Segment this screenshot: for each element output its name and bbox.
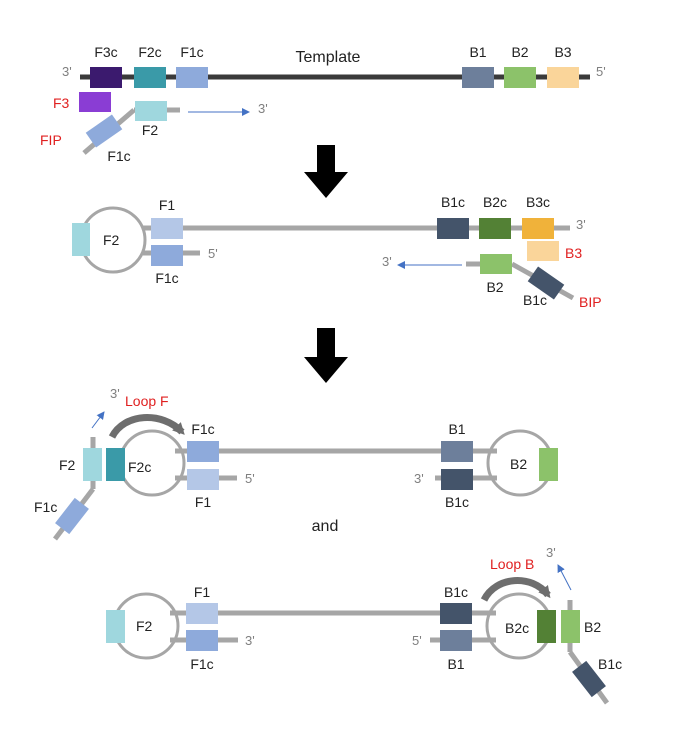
label-p2-F2: F2: [103, 232, 120, 248]
p2-primer-B3: [527, 241, 559, 261]
label-p2-primer-B3: B3: [565, 245, 582, 261]
label-p4-B1c-arm: B1c: [598, 656, 622, 672]
primer-F3: [79, 92, 111, 112]
label-fip-F2: F2: [142, 122, 159, 138]
label-loop-B: Loop B: [490, 556, 534, 572]
label-p3-F1: F1: [195, 494, 212, 510]
p3-F1: [187, 469, 219, 490]
p2-F1c: [151, 245, 183, 266]
p4-5prime: 5': [412, 633, 422, 648]
label-B2: B2: [511, 44, 528, 60]
label-fip-F1c: F1c: [107, 148, 130, 164]
bip-B2: [480, 254, 512, 274]
p4-B1c: [440, 603, 472, 624]
label-F3c: F3c: [94, 44, 117, 60]
p4-F1c: [186, 630, 218, 651]
label-p2-B1c: B1c: [441, 194, 465, 210]
step-arrow-1: [304, 145, 348, 198]
region-B1: [462, 67, 494, 88]
label-p4-B2: B2: [584, 619, 601, 635]
p3-3prime: 3': [414, 471, 424, 486]
label-primer-FIP: FIP: [40, 132, 62, 148]
p3-B1c: [441, 469, 473, 490]
bip-B1c: [527, 266, 565, 300]
label-bip-B2: B2: [486, 279, 503, 295]
label-p2-F1: F1: [159, 197, 176, 213]
p2-B3c: [522, 218, 554, 239]
region-F1c: [176, 67, 208, 88]
p2-extension-3prime: 3': [382, 254, 392, 269]
loop-F-primer-arrow: [108, 414, 185, 439]
p4-loop-F2: [106, 610, 125, 643]
label-loop-F: Loop F: [125, 393, 169, 409]
label-B1: B1: [469, 44, 486, 60]
p4-F1: [186, 603, 218, 624]
p3-F2: [83, 448, 102, 481]
label-p3-B1: B1: [448, 421, 465, 437]
p3-F2c: [106, 448, 125, 481]
label-p2-F1c: F1c: [155, 270, 178, 286]
region-F2c: [134, 67, 166, 88]
and-label: and: [312, 518, 339, 535]
template-title: Template: [296, 49, 361, 66]
p3-tip-arrow: [91, 411, 105, 429]
p2-F1: [151, 218, 183, 239]
p3-5prime: 5': [245, 471, 255, 486]
p4-3prime: 3': [245, 633, 255, 648]
p3-F1c: [187, 441, 219, 462]
p2-3prime-top: 3': [576, 217, 586, 232]
p4-B2: [561, 610, 580, 643]
label-p3-F1c: F1c: [191, 421, 214, 437]
p2-B1c: [437, 218, 469, 239]
loop-B-primer-arrow: [480, 577, 551, 602]
label-p3-F2: F2: [59, 457, 76, 473]
p4-tip-3prime: 3': [546, 545, 556, 560]
template-5prime: 5': [596, 64, 606, 79]
p2-5prime: 5': [208, 246, 218, 261]
fip-F2: [135, 101, 167, 121]
p4-B1: [440, 630, 472, 651]
p3-tip-3prime: 3': [110, 386, 120, 401]
label-p3-F2c: F2c: [128, 459, 151, 475]
label-p4-F1c: F1c: [190, 656, 213, 672]
label-p2-B3c: B3c: [526, 194, 550, 210]
step-arrow-2: [304, 328, 348, 383]
p4-B2c: [537, 610, 556, 643]
panel-template: Template 3' 5' F3c F2c F1c B1 B2 B3 F3 F…: [40, 44, 606, 164]
label-B3: B3: [554, 44, 571, 60]
panel-step-3: F2 F2c F1c Loop F 3' F1c F1 5' B1 B1c 3'…: [34, 386, 558, 541]
label-p4-F1: F1: [194, 584, 211, 600]
label-p4-F2: F2: [136, 618, 153, 634]
p4-tip-arrow: [557, 564, 572, 591]
p2-loop-F2: [72, 223, 90, 256]
p3-loop-B2: [539, 448, 558, 481]
label-F2c: F2c: [138, 44, 161, 60]
region-B2: [504, 67, 536, 88]
region-B3: [547, 67, 579, 88]
label-F1c: F1c: [180, 44, 203, 60]
label-bip-B1c: B1c: [523, 292, 547, 308]
p3-F1c-arm: [55, 497, 89, 535]
label-p3-F1c-arm: F1c: [34, 499, 57, 515]
label-primer-F3: F3: [53, 95, 70, 111]
template-3prime: 3': [62, 64, 72, 79]
label-p4-B2c: B2c: [505, 620, 529, 636]
panel-step-4: F2 F1 F1c 3' B1c B1 5' B2c B2 B1c Loop B…: [106, 545, 622, 705]
label-p2-primer-BIP: BIP: [579, 294, 602, 310]
label-p3-B2: B2: [510, 456, 527, 472]
region-F3c: [90, 67, 122, 88]
p3-B1: [441, 441, 473, 462]
panel-step-2: F2 F1 F1c 5' B1c B2c B3c 3' B3 B2 B1c BI…: [72, 194, 602, 310]
label-p4-B1: B1: [447, 656, 464, 672]
label-p3-B1c: B1c: [445, 494, 469, 510]
extension-3prime: 3': [258, 101, 268, 116]
label-p4-B1c: B1c: [444, 584, 468, 600]
fip-F1c: [85, 114, 123, 148]
label-p2-B2c: B2c: [483, 194, 507, 210]
p2-B2c: [479, 218, 511, 239]
p4-B1c-arm: [572, 660, 606, 698]
